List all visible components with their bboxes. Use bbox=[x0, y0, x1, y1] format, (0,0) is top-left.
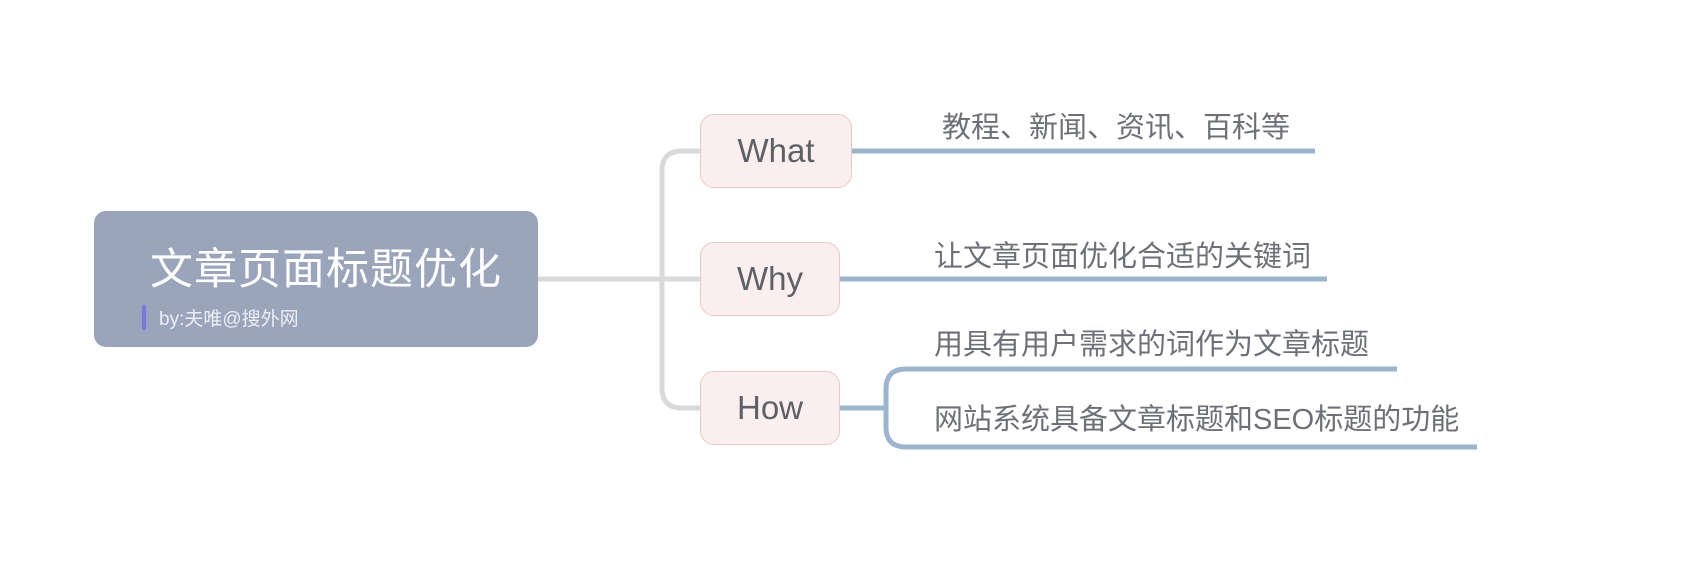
leaf-text-how-1[interactable]: 用具有用户需求的词作为文章标题 bbox=[934, 329, 1370, 361]
leaf-text-what-1[interactable]: 教程、新闻、资讯、百科等 bbox=[942, 112, 1291, 144]
trunk-spine-line bbox=[659, 148, 700, 411]
leaf-text-how-2[interactable]: 网站系统具备文章标题和SEO标题的功能 bbox=[934, 404, 1460, 436]
branch-node-how[interactable]: How bbox=[700, 371, 840, 445]
root-title: 文章页面标题优化 bbox=[150, 246, 502, 294]
branch-node-what[interactable]: What bbox=[700, 114, 852, 188]
branch-label-why: Why bbox=[737, 260, 803, 297]
root-subtitle-group: by:夫唯@搜外网 bbox=[142, 304, 299, 331]
root-subtitle: by:夫唯@搜外网 bbox=[159, 309, 299, 330]
root-node[interactable]: 文章页面标题优化 by:夫唯@搜外网 bbox=[94, 211, 538, 347]
leaf-text-why-1[interactable]: 让文章页面优化合适的关键词 bbox=[934, 241, 1312, 273]
branch-label-what: What bbox=[737, 132, 815, 169]
accent-bar-icon bbox=[142, 305, 146, 330]
branch-node-why[interactable]: Why bbox=[700, 242, 840, 316]
branch-label-how: How bbox=[736, 389, 804, 426]
